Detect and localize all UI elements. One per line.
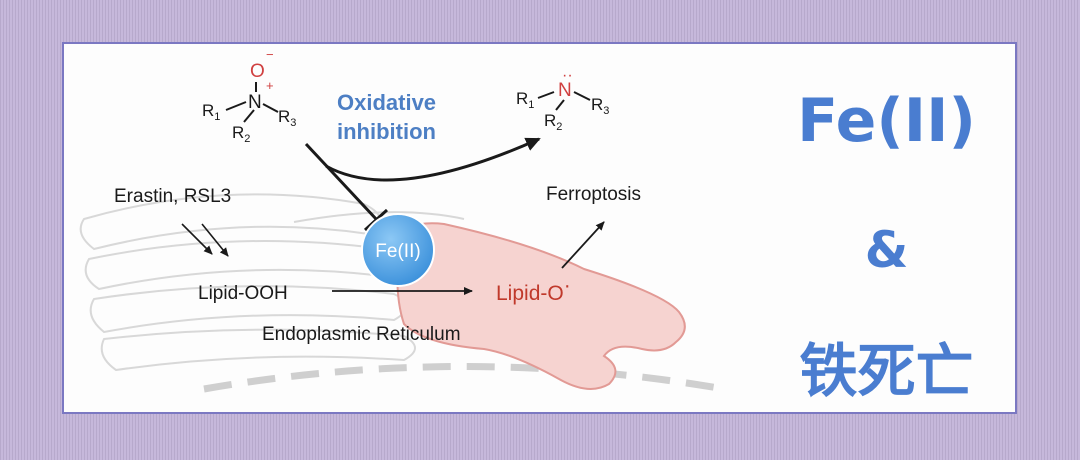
inhibition-line <box>304 142 379 222</box>
reactant-r2: R2 <box>232 123 250 145</box>
reactant-charge-pos: + <box>266 78 274 93</box>
erastin-arrow-1 <box>181 223 213 255</box>
reactant-r1: R1 <box>202 101 220 123</box>
product-r2: R2 <box>544 111 562 133</box>
figure-card: O − N + R1 R3 R2 ·· N R1 R3 R2 Oxidative… <box>62 42 1017 414</box>
nuclear-envelope-dashed <box>203 363 725 393</box>
product-r3: R3 <box>591 95 609 117</box>
reactant-r3: R3 <box>278 107 296 129</box>
ferroptosis-label: Ferroptosis <box>546 184 641 205</box>
amine-structure: ·· N R1 R3 R2 <box>516 67 609 133</box>
reaction-arrow <box>325 137 541 182</box>
oxidative-inhibition-line1: Oxidative <box>337 90 436 115</box>
title-panel: Fe(II) & 铁死亡 <box>754 44 1019 416</box>
fe-ii-circle <box>361 213 435 287</box>
product-r1: R1 <box>516 89 534 111</box>
ferroptosis-diagram: O − N + R1 R3 R2 ·· N R1 R3 R2 Oxidative… <box>79 47 725 393</box>
erastin-arrow-2 <box>201 223 229 257</box>
ferroptosis-arrow <box>561 221 605 269</box>
erastin-rsl3-label: Erastin, RSL3 <box>114 186 231 207</box>
inhibition-bar <box>363 208 389 232</box>
product-dots: ·· <box>562 67 573 84</box>
title-ferroptosis-chinese: 铁死亡 <box>799 337 974 405</box>
product-n: N <box>558 80 572 101</box>
title-fe-ii: Fe(II) <box>797 86 976 156</box>
title-ampersand: & <box>864 221 909 279</box>
reactant-o: O <box>250 61 265 82</box>
oxidative-inhibition-line2: inhibition <box>337 119 436 144</box>
reactant-charge-neg: − <box>266 47 274 62</box>
lipid-o-label: Lipid-O· <box>496 274 571 305</box>
er-label: Endoplasmic Reticulum <box>262 324 461 345</box>
fe-ii-circle-label: Fe(II) <box>375 241 420 262</box>
n-oxide-structure: O − N + R1 R3 R2 <box>202 47 296 145</box>
endoplasmic-reticulum-shape <box>396 222 686 390</box>
lipid-ooh-label: Lipid-OOH <box>198 283 288 304</box>
reactant-n: N <box>248 92 262 113</box>
